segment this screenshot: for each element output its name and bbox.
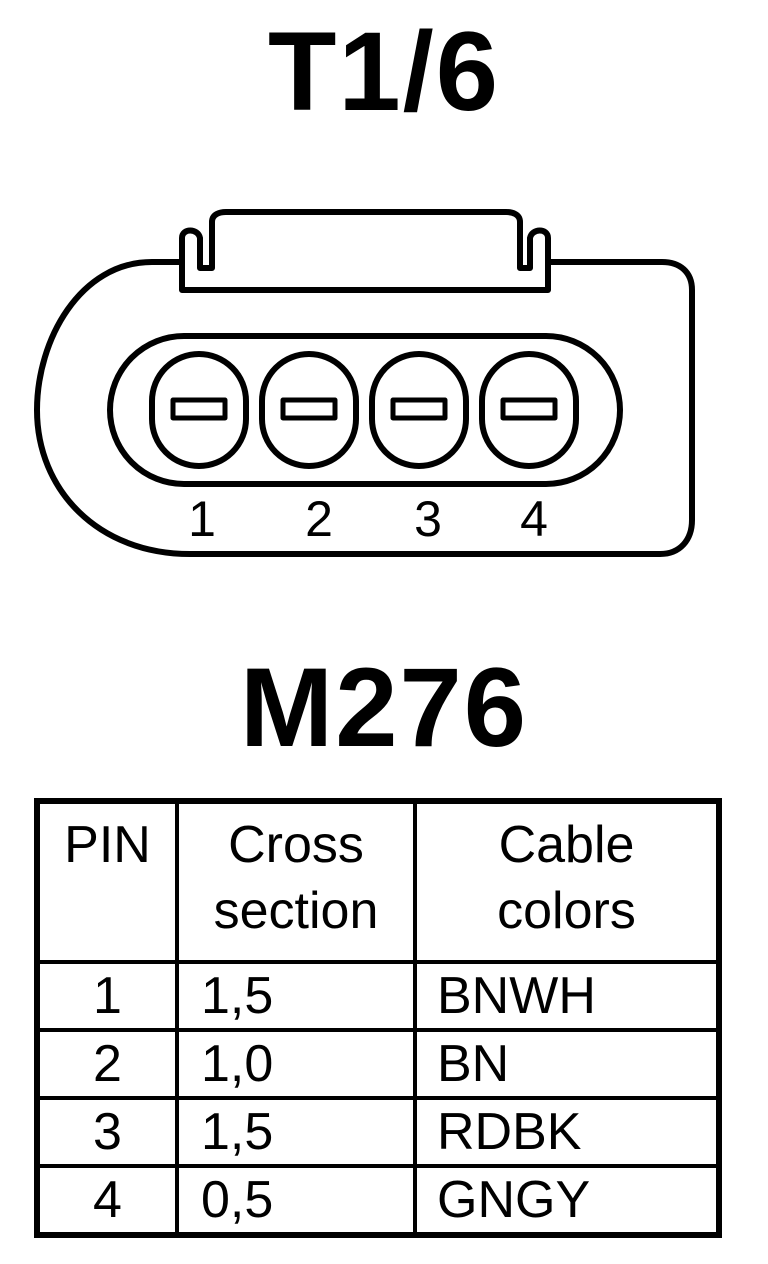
table-row: 2 1,0 BN (35, 1028, 721, 1100)
pin-cavity (107, 333, 623, 487)
pin-number-3: 3 (414, 491, 442, 547)
pin-2-socket (259, 351, 359, 469)
cell-cross-section: 1,5 (175, 960, 417, 1032)
component-title: M276 (239, 645, 529, 770)
cell-pin: 4 (35, 1164, 179, 1237)
pin-number-2: 2 (305, 491, 333, 547)
table-row: 4 0,5 GNGY (35, 1164, 721, 1237)
cell-cable-color: GNGY (413, 1164, 721, 1237)
header-colors-line1: Cable (498, 816, 635, 874)
connector-diagram: 1 2 3 4 (34, 209, 695, 557)
pin-2-contact (280, 397, 338, 421)
cell-cable-color: BN (413, 1028, 721, 1100)
pin-4-socket (479, 351, 579, 469)
cell-pin: 3 (35, 1096, 179, 1168)
cell-cross-section: 0,5 (175, 1164, 417, 1237)
connector-latch (179, 209, 551, 293)
pin-1-contact (170, 397, 228, 421)
header-cross-section: Cross section (175, 799, 417, 964)
header-cross-line1: Cross (228, 816, 364, 874)
table-header-row: PIN Cross section Cable colors (35, 799, 721, 964)
cell-pin: 2 (35, 1028, 179, 1100)
table-row: 3 1,5 RDBK (35, 1096, 721, 1168)
header-pin: PIN (35, 799, 179, 964)
cell-cable-color: BNWH (413, 960, 721, 1032)
pin-4-contact (500, 397, 558, 421)
header-cross-line2: section (213, 882, 379, 940)
table-row: 1 1,5 BNWH (35, 960, 721, 1032)
pin-3-socket (369, 351, 469, 469)
pin-number-1: 1 (188, 491, 216, 547)
pin-number-4: 4 (520, 491, 548, 547)
header-cable-colors: Cable colors (413, 799, 721, 964)
header-colors-line2: colors (497, 882, 636, 940)
cell-cross-section: 1,0 (175, 1028, 417, 1100)
connector-title: T1/6 (267, 9, 501, 134)
pin-1-socket (149, 351, 249, 469)
pin-3-contact (390, 397, 448, 421)
pin-assignment-table: PIN Cross section Cable colors 1 1,5 BNW… (34, 798, 722, 1238)
connector-housing (34, 259, 695, 557)
cell-pin: 1 (35, 960, 179, 1032)
header-pin-label: PIN (64, 816, 151, 874)
cell-cross-section: 1,5 (175, 1096, 417, 1168)
cell-cable-color: RDBK (413, 1096, 721, 1168)
